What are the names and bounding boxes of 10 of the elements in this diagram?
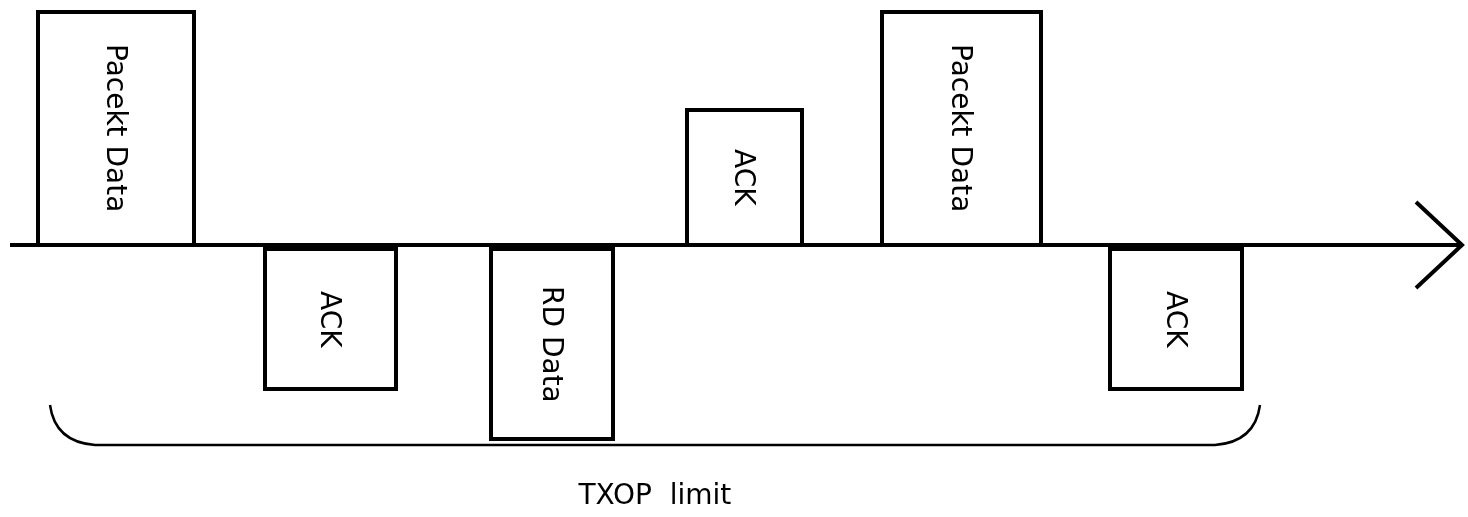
frame-box [1108,247,1244,391]
frame-label: Pacekt Data [945,44,978,213]
frame-label: Pacekt Data [99,44,133,213]
brace-label: TXOP limit [578,478,732,511]
frame-box [489,247,615,441]
frame-box [263,247,398,391]
frame-label: RD Data [535,285,569,403]
frame-label: ACK [728,149,761,206]
frame-label: ACK [314,290,347,348]
frame-label: ACK [1159,290,1193,348]
